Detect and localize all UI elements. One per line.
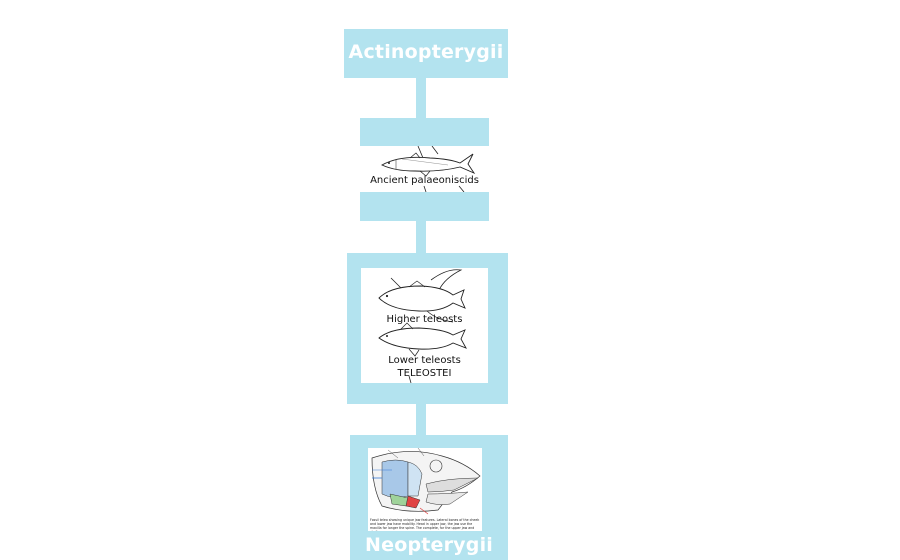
node-actinopterygii[interactable]: Actinopterygii: [344, 29, 508, 78]
teleost-fish-icon: [378, 269, 467, 383]
teleost-image: Higher teleosts Lower teleosts TELEOSTEI: [361, 268, 488, 383]
node-teleostei[interactable]: Higher teleosts Lower teleosts TELEOSTEI: [347, 253, 508, 404]
node-neopterygii[interactable]: Fossil teleo showing unique jaw features…: [350, 435, 508, 560]
connector-1: [416, 78, 426, 120]
caption-palaeoniscids: Ancient palaeoniscids: [370, 175, 479, 186]
connector-2: [416, 220, 426, 255]
connector-3: [416, 402, 426, 437]
node-title-neopterygii: Neopterygii: [365, 534, 493, 556]
neopterygii-skull-image: Fossil teleo showing unique jaw features…: [368, 448, 482, 531]
fish-skull-diagram-icon: [371, 448, 481, 515]
skull-diagram-caption: Fossil teleo showing unique jaw features…: [370, 518, 480, 531]
caption-teleostei: TELEOSTEI: [397, 368, 452, 379]
node-title-actinopterygii: Actinopterygii: [348, 41, 504, 63]
palaeoniscid-image: Ancient palaeoniscids: [360, 146, 489, 192]
caption-lower-teleosts: Lower teleosts: [388, 355, 461, 366]
palaeoniscid-fish-icon: [381, 146, 476, 192]
node-palaeoniscids[interactable]: Ancient palaeoniscids: [360, 118, 489, 221]
caption-higher-teleosts: Higher teleosts: [386, 314, 463, 325]
